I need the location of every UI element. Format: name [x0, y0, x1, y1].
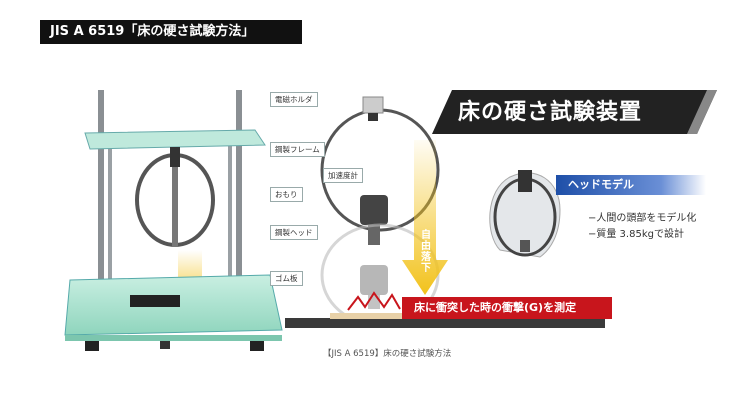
head-model-illustration	[489, 170, 561, 258]
banner-title: 床の硬さ試験装置	[458, 100, 643, 125]
head-model-spec-1: −人間の頭部をモデル化	[588, 213, 697, 224]
callout-steel-frame: 鋼製フレーム	[270, 142, 325, 157]
impact-measurement-label: 床に衝突した時の衝撃(G)を測定	[402, 297, 612, 319]
free-fall-arrow	[402, 140, 448, 295]
callout-accelerometer: 加速度計	[323, 168, 363, 183]
callout-rubber-plate: ゴム板	[270, 271, 303, 286]
free-fall-label: 自由落下	[421, 230, 431, 274]
page-title: JIS A 6519「床の硬さ試験方法」	[40, 20, 302, 44]
head-model-label: ヘッドモデル	[556, 175, 706, 195]
callout-electromagnet-holder: 電磁ホルダ	[270, 92, 318, 107]
floor-plate	[285, 313, 605, 328]
callout-weight: おもり	[270, 187, 303, 202]
head-model-spec-2: −質量 3.85kgで設計	[588, 229, 684, 240]
figure-caption: 【JIS A 6519】床の硬さ試験方法	[323, 349, 452, 359]
callout-steel-head: 鋼製ヘッド	[270, 225, 318, 240]
apparatus-photo	[64, 90, 283, 351]
title-banner	[432, 90, 717, 134]
